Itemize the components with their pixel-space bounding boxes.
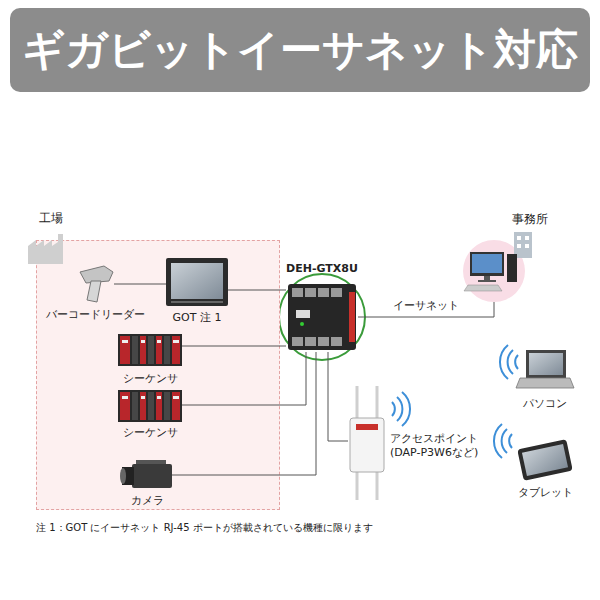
got-panel (166, 258, 228, 306)
pc-stand (484, 276, 490, 280)
ap-antenna (356, 470, 359, 500)
edge-label: イーサネット (393, 299, 459, 313)
building-window (525, 244, 529, 248)
node-label: DEH-GTX8U (286, 262, 358, 276)
ap-antenna (376, 470, 379, 500)
ap-antenna (356, 386, 359, 420)
laptop-lid (526, 350, 566, 378)
plc-sequencer: シーケンサ (118, 330, 182, 368)
got-screen (171, 263, 223, 299)
node-label: パソコン (523, 397, 567, 411)
pc-tower (507, 254, 517, 282)
wifi-signal (392, 392, 410, 426)
wifi-signal (500, 345, 518, 379)
wifi-arc (500, 345, 508, 379)
network-switch: DEH-GTX8U (286, 282, 358, 352)
network-cable (182, 346, 286, 347)
plc-sequencer: シーケンサ (118, 388, 182, 422)
building-window (517, 236, 521, 240)
tablet-device: タブレット (516, 436, 574, 482)
title-text: ギガビットイーサネット対応 (10, 8, 590, 92)
node-label: タブレット (518, 486, 573, 500)
node-label: 事務所 (512, 212, 548, 226)
wifi-arc (402, 392, 410, 426)
node-label: アクセスポイント (DAP-P3W6など) (390, 432, 490, 460)
node-label: シーケンサ (123, 426, 178, 440)
access-point: アクセスポイント (DAP-P3W6など) (348, 384, 386, 500)
industrial-camera: カメラ (122, 460, 172, 490)
wifi-arc (392, 402, 395, 416)
pc-screen (472, 254, 502, 273)
camera-body (132, 464, 172, 488)
node-label: 工場 (39, 211, 63, 225)
wifi-arc (515, 355, 518, 369)
plc-unit (118, 390, 182, 422)
wifi-arc (502, 429, 507, 453)
wifi-arc (494, 424, 502, 458)
switch-port (331, 288, 342, 297)
node-label: カメラ (131, 494, 164, 508)
wifi-arc (508, 350, 513, 374)
switch-stripe (349, 292, 355, 342)
camera-lens-glass (120, 468, 126, 484)
network-cable (228, 290, 286, 291)
switch-port (305, 337, 316, 346)
switch-port (318, 337, 329, 346)
switch-port (292, 288, 303, 297)
network-cable (182, 352, 306, 405)
network-cable (114, 284, 166, 285)
got-terminal: GOT 注 1 (166, 258, 228, 306)
tablet-body (517, 439, 573, 481)
pc-stand-base (478, 280, 496, 282)
office-building (514, 232, 532, 258)
wifi-arc (509, 434, 512, 448)
barcode-reader-head (80, 266, 113, 283)
wifi-signal (494, 424, 512, 458)
switch-port (331, 337, 342, 346)
barcode-reader-grip (87, 281, 101, 302)
laptop-base (516, 378, 574, 388)
switch-highlight-ring (279, 274, 365, 360)
network-cable (328, 352, 348, 441)
building-window (517, 244, 521, 248)
node-label: バーコードリーダー (46, 308, 145, 322)
laptop-screen (529, 353, 563, 375)
node-label: シーケンサ (123, 372, 178, 386)
laptop-pc: パソコン (516, 348, 574, 390)
barcode-reader: バーコードリーダー (76, 266, 114, 302)
tablet-screen (522, 444, 568, 476)
node-label: GOT 注 1 (173, 311, 222, 325)
switch-body (288, 284, 356, 350)
pc-keyboard (464, 285, 502, 291)
factory-zone: 工場バーコードリーダーGOT 注 1シーケンサシーケンサカメラ (36, 240, 280, 510)
switch-port (318, 288, 329, 297)
ap-body (350, 418, 384, 472)
tablet-device (517, 439, 573, 481)
ap-antenna (376, 386, 379, 420)
camera-lens (122, 467, 134, 485)
office-pc: 事務所 (463, 240, 525, 302)
switch-logo-plate (296, 310, 310, 318)
pc-monitor (470, 252, 504, 276)
factory-icon (28, 234, 63, 264)
footnote: 注 1：GOT にイーサネット RJ-45 ポートが搭載されている機種に限ります (36, 521, 373, 535)
title-banner (10, 8, 590, 92)
ap-badge (356, 424, 378, 430)
network-cable (172, 352, 316, 475)
wifi-arc (397, 397, 402, 421)
switch-led (300, 322, 304, 326)
plc-unit (118, 334, 182, 366)
got-bezel (171, 301, 223, 303)
camera-ridge (136, 460, 166, 464)
switch-port (292, 337, 303, 346)
office-circle (463, 240, 525, 302)
building-window (525, 236, 529, 240)
switch-port (305, 288, 316, 297)
